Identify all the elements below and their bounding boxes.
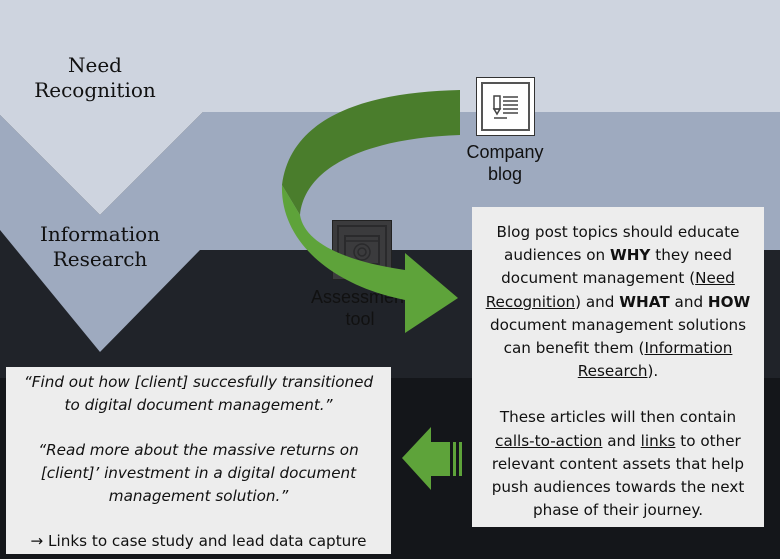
caption-line: Assessment [310,287,410,307]
caption-line: tool [345,309,375,329]
caption-line: blog [487,164,523,184]
emphasis-how: HOW [707,292,751,311]
emphasis-what: WHAT [619,292,670,311]
cta-examples-textbox: “Find out how [client] succesfully trans… [6,367,391,554]
target-window-icon [337,225,387,275]
stage-label-information-research: Information Research [15,222,185,272]
text-run: they need document management ( [501,246,732,288]
cta-paragraph: These articles will then contain calls-t… [482,406,754,522]
stage-label-line: Research [52,247,148,271]
underlined-need-recognition: Need Recognition [485,269,735,311]
stage-label-line: Recognition [34,78,156,102]
text-run: document management solutions can benefi… [489,315,747,358]
text-run: to other relevant content assets that he… [491,431,745,520]
text-run: These articles will then contain [499,408,737,427]
right-arrow-icon: → [30,532,44,550]
blog-strategy-paragraph: Blog post topics should educate audience… [482,221,754,383]
underlined-calls-to-action: calls-to-action [495,431,603,450]
text-run: and [602,431,641,450]
company-blog-icon [476,77,535,136]
cta-footer-text: Links to case study and lead data captur… [48,532,367,550]
underlined-links: links [640,431,676,450]
caption-line: Company [466,142,544,162]
company-blog-caption: Company blog [450,141,560,185]
stage-label-line: Information [39,222,161,246]
assessment-tool-caption: Assessment tool [300,286,420,330]
stage-label-need-recognition: Need Recognition [20,53,170,103]
cta-quote-investment: “Read more about the massive returns on … [38,441,359,505]
cta-footer: → Links to case study and lead data capt… [14,530,383,553]
stage-label-line: Need [68,53,122,77]
blog-strategy-textbox: Blog post topics should educate audience… [472,207,764,527]
text-run: ). [647,362,659,381]
blog-post-icon [492,95,518,119]
text-run: and [669,292,708,311]
underlined-information-research: Information Research [577,339,733,381]
icon-frame [481,82,530,131]
text-run: ) and [575,292,620,311]
cta-quote-case-study: “Find out how [client] succesfully trans… [23,373,374,414]
left-arrow-icon [402,427,462,490]
assessment-tool-icon [332,220,392,280]
text-run: Blog post topics should educate audience… [496,223,740,265]
emphasis-why: WHY [609,246,651,265]
